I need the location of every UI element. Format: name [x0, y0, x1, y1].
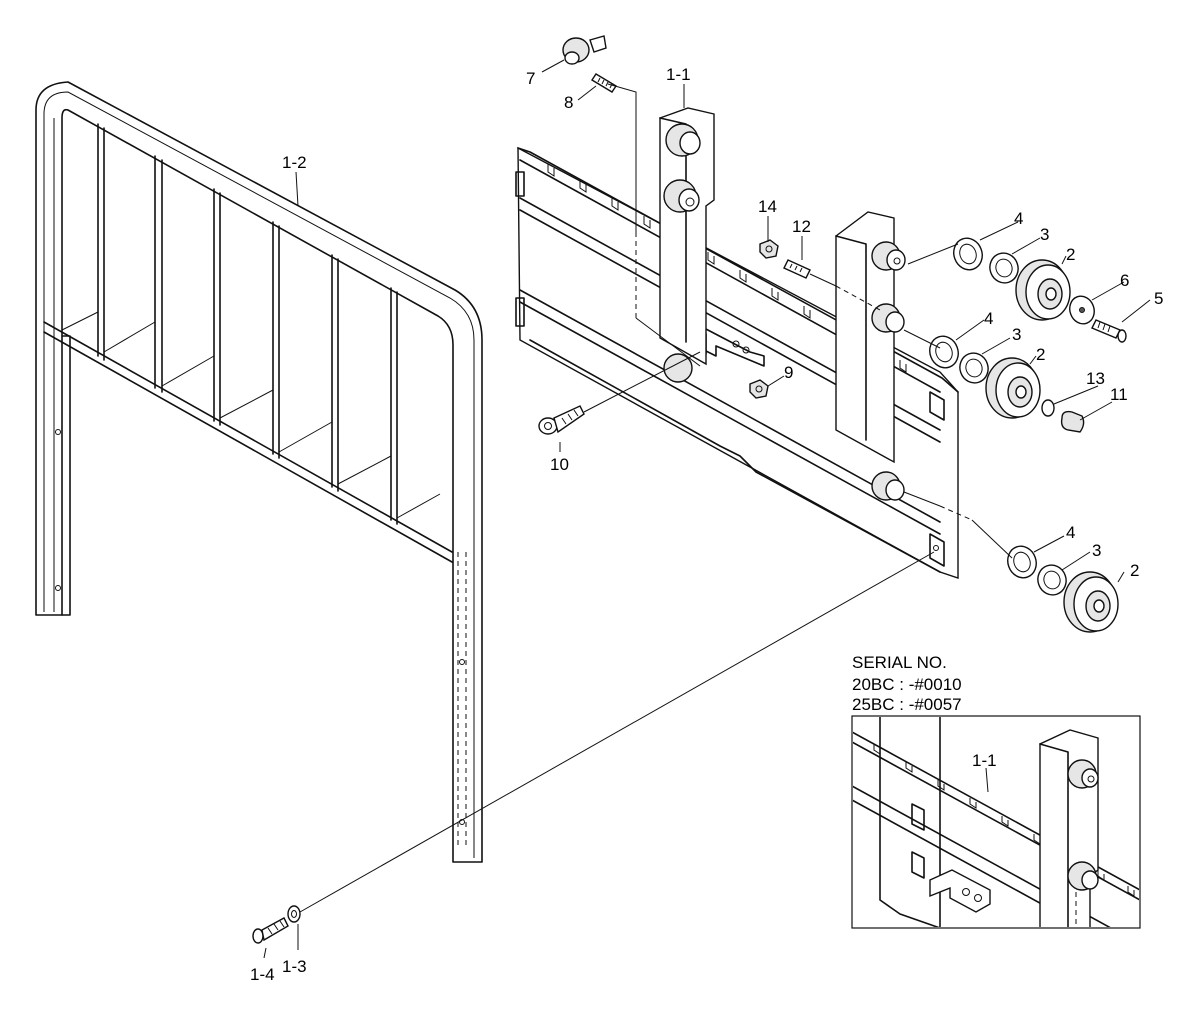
- callout-2-lower: 2: [1130, 561, 1139, 580]
- carriage-roller-plate-right: [835, 211, 906, 501]
- serial-20bc: 20BC : -#0010: [852, 675, 962, 694]
- callout-1-1: 1-1: [666, 65, 691, 84]
- hex-socket-bolt-10: [538, 405, 585, 435]
- callout-4-middle: 4: [984, 309, 993, 328]
- callout-14: 14: [758, 197, 777, 216]
- callout-10: 10: [550, 455, 569, 474]
- set-screw-8: [591, 73, 617, 93]
- grease-nipple: [562, 35, 607, 65]
- serial-25bc: 25BC : -#0057: [852, 695, 962, 714]
- bolt-1-4: [252, 917, 289, 944]
- nut-14: [759, 239, 779, 259]
- roller-set-upper: [953, 237, 1127, 343]
- callout-3-lower: 3: [1092, 541, 1101, 560]
- callout-4-lower: 4: [1066, 523, 1075, 542]
- callout-1-2: 1-2: [282, 153, 307, 172]
- callout-1-3: 1-3: [282, 957, 307, 976]
- callout-3-middle: 3: [1012, 325, 1021, 344]
- serial-inset-detail: [851, 715, 1141, 929]
- serial-number-note: SERIAL NO. 20BC : -#0010 25BC : -#0057: [852, 653, 962, 714]
- callout-9: 9: [784, 363, 793, 382]
- serial-heading: SERIAL NO.: [852, 653, 947, 672]
- callout-2-upper: 2: [1066, 245, 1075, 264]
- callout-6: 6: [1120, 271, 1129, 290]
- callout-8: 8: [564, 93, 573, 112]
- callout-2-middle: 2: [1036, 345, 1045, 364]
- callout-3-upper: 3: [1040, 225, 1049, 244]
- callout-12: 12: [792, 217, 811, 236]
- washer-1-3: [287, 905, 301, 923]
- callout-labels: 1-2 1-1 7 8 14 12 4 3 2 6 5 4 3 2 13 11 …: [250, 65, 1163, 984]
- callout-7: 7: [526, 69, 535, 88]
- set-screw-12: [783, 259, 811, 279]
- nut-9: [749, 379, 769, 399]
- callout-13: 13: [1086, 369, 1105, 388]
- callout-inset-1-1: 1-1: [972, 751, 997, 770]
- assembly-lines: [263, 59, 1151, 959]
- carriage-roller-plate-left: [659, 107, 715, 383]
- load-backrest-frame: [35, 81, 483, 863]
- callout-11: 11: [1110, 385, 1128, 404]
- roller-set-middle: [929, 335, 1085, 433]
- carriage-notches: [547, 164, 907, 373]
- callout-4-upper: 4: [1014, 209, 1023, 228]
- callout-1-4: 1-4: [250, 965, 275, 984]
- backrest-vertical-bars: [61, 123, 441, 525]
- roller-set-lower: [1007, 545, 1119, 633]
- callout-5: 5: [1154, 289, 1163, 308]
